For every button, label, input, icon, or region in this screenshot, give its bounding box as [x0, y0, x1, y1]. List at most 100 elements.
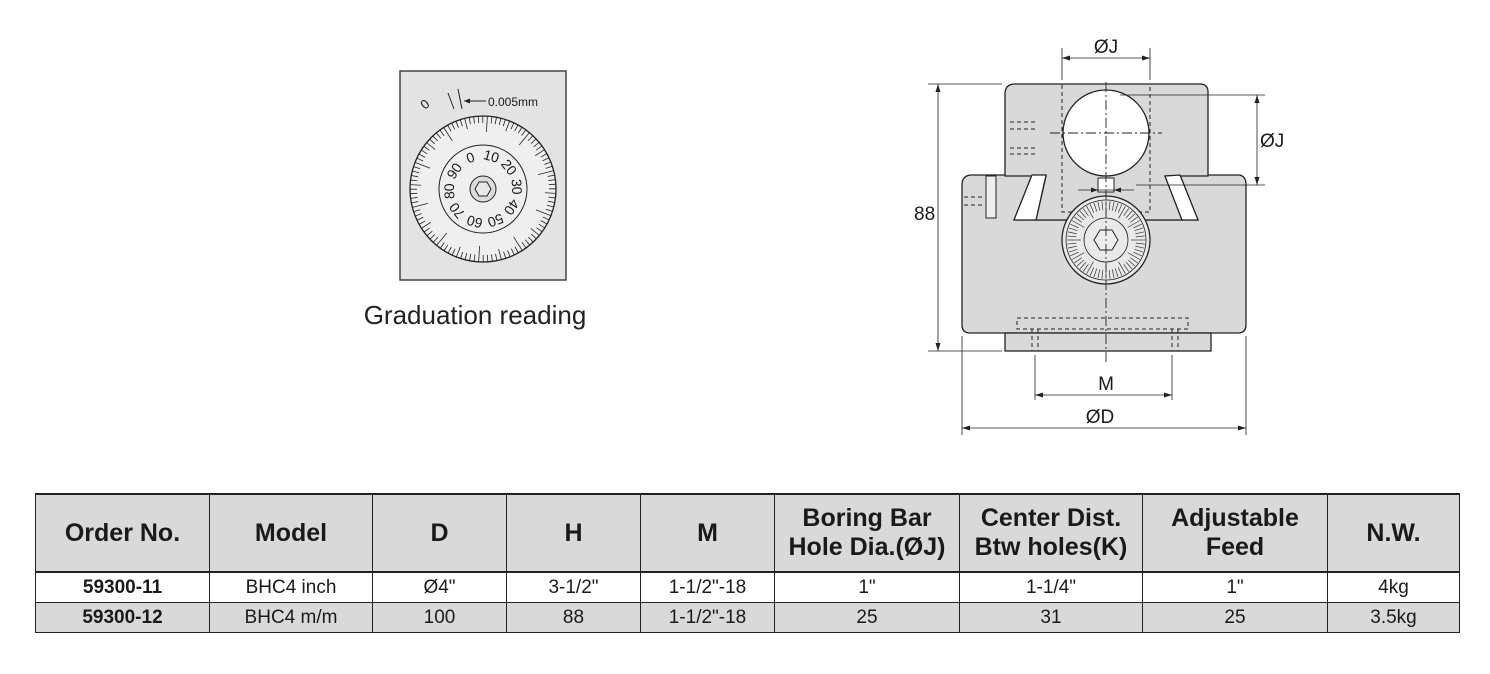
- feed-dial-tick: [1093, 202, 1098, 212]
- dial-tick: [468, 117, 471, 125]
- feed-dial-tick: [1130, 257, 1138, 264]
- hex-socket-icon: [474, 181, 492, 197]
- dial-tick: [495, 253, 498, 261]
- table-cell: BHC4 m/m: [209, 602, 373, 633]
- dial-tick: [410, 184, 422, 186]
- dial-tick: [451, 122, 456, 130]
- dial-tick: [473, 116, 475, 124]
- feed-dial-tick: [1125, 210, 1133, 218]
- dial-tick: [416, 157, 424, 162]
- dial-tick: [413, 166, 421, 170]
- dial-tick: [451, 248, 456, 256]
- feed-dial-tick: [1072, 220, 1085, 228]
- column-header-line: Adjustable: [1171, 504, 1299, 532]
- column-header: Order No.: [35, 493, 210, 573]
- dial-tick: [536, 145, 543, 151]
- dial-tick: [436, 232, 448, 246]
- dial-tick: [545, 208, 553, 212]
- dial-tick: [538, 170, 554, 176]
- feed-dial-tick: [1089, 267, 1095, 276]
- dial-tick: [548, 179, 556, 181]
- table-cell: BHC4 inch: [209, 571, 373, 603]
- column-header-line: Center Dist.: [980, 504, 1122, 532]
- column-header-line: M: [697, 518, 718, 547]
- dial-tick: [521, 129, 527, 136]
- feed-dial-tick: [1067, 235, 1077, 238]
- feed-dial-tick: [1135, 231, 1145, 235]
- dial-number: 50: [485, 210, 505, 230]
- feed-dial-tick: [1082, 264, 1089, 272]
- dial-tick: [432, 135, 438, 142]
- dial-tick: [429, 138, 436, 145]
- dial-tick: [473, 254, 476, 262]
- table-cell: Ø4": [372, 571, 507, 603]
- feed-dial-tick: [1086, 206, 1094, 219]
- dial-tick: [524, 239, 530, 246]
- dial-tick: [443, 127, 453, 142]
- dial-number: 60: [465, 212, 485, 232]
- dial-tick: [510, 248, 515, 256]
- holder-base: [1004, 332, 1212, 352]
- order-number-cell: 59300-11: [35, 571, 210, 603]
- column-header-line: Btw holes(K): [974, 533, 1128, 561]
- dial-tick: [455, 246, 461, 258]
- dial-number: 80: [441, 183, 458, 199]
- feed-dial-tick: [1067, 245, 1077, 249]
- dial-tick: [416, 216, 424, 221]
- feed-dial-tick: [1123, 208, 1130, 216]
- dial-tick: [546, 204, 554, 208]
- column-header-line: Order No.: [64, 518, 181, 547]
- feed-dial-tick: [1097, 201, 1101, 211]
- dial-number: 40: [501, 196, 523, 218]
- column-header: Center Dist.Btw holes(K): [959, 493, 1143, 573]
- dial-number: 10: [482, 146, 502, 166]
- dial-tick: [410, 197, 418, 199]
- table-cell: 1": [1142, 571, 1328, 603]
- table-cell: 1": [774, 571, 960, 603]
- column-header: M: [640, 493, 775, 573]
- dial-tick: [460, 251, 464, 259]
- feed-dial-tick: [1070, 223, 1079, 229]
- feed-dial-tick: [1093, 268, 1098, 278]
- feed-dial-tick: [1072, 252, 1085, 260]
- dim-bore-side: ØJ: [1260, 131, 1284, 152]
- dial-tick: [410, 179, 418, 182]
- feed-dial-tick: [1074, 257, 1082, 264]
- holder-drawing: ØJ ØJ 88 M ØD: [914, 37, 1284, 435]
- table-cell: 4kg: [1327, 571, 1460, 603]
- feed-dial-tick: [1114, 202, 1119, 212]
- dial-tick: [527, 135, 534, 142]
- dial-tick: [459, 119, 463, 127]
- feed-dial-tick: [1074, 216, 1082, 223]
- dial-tick: [414, 161, 431, 169]
- dial-tick: [530, 228, 540, 236]
- dial-tick: [412, 170, 420, 174]
- feed-dial-tick: [1127, 252, 1140, 260]
- feed-dial-tick: [1117, 204, 1123, 213]
- dial-tick: [547, 200, 555, 203]
- dim-height: 88: [914, 204, 935, 225]
- table-cell: 1-1/2"-18: [640, 571, 775, 603]
- order-number-cell: 59300-12: [35, 602, 210, 633]
- dial-tick: [418, 153, 426, 158]
- feed-dial-tick: [1133, 223, 1142, 229]
- dial-tick: [548, 196, 556, 199]
- dial-ticks: [409, 115, 557, 263]
- dial-tick: [443, 244, 449, 251]
- column-header: H: [506, 493, 641, 573]
- dial-tick: [535, 149, 545, 156]
- dial-tick: [423, 227, 430, 233]
- dial-tick: [514, 124, 519, 132]
- dial-tick: [411, 175, 419, 178]
- dial-tick: [490, 116, 493, 124]
- dial-tick: [510, 122, 515, 130]
- dial-tick: [498, 248, 502, 260]
- column-header-line: Model: [254, 518, 328, 547]
- feed-dial-tick: [1076, 259, 1084, 267]
- dial-tick: [415, 213, 422, 217]
- table-cell: 100: [372, 602, 507, 633]
- dial-tick: [411, 201, 419, 204]
- feed-dial-tick: [1070, 251, 1079, 257]
